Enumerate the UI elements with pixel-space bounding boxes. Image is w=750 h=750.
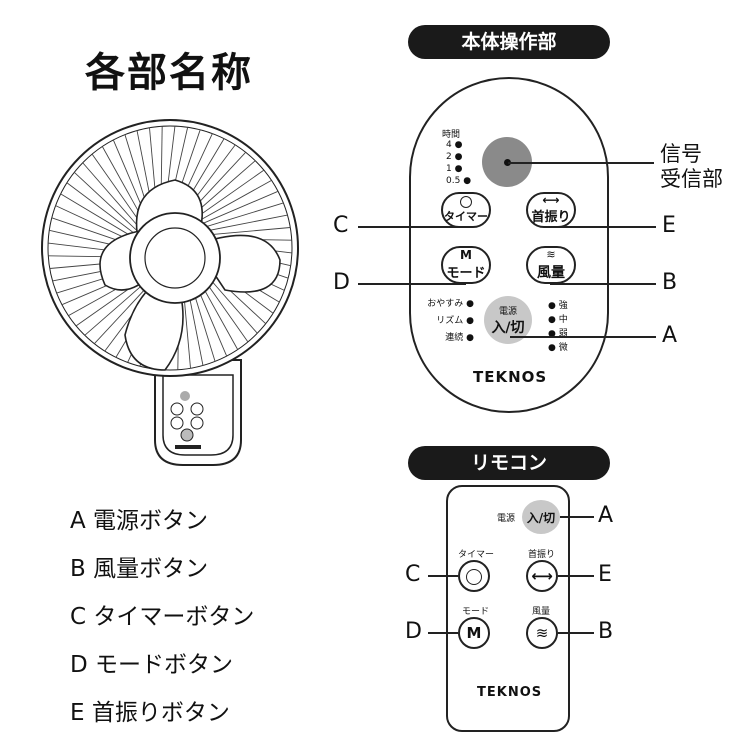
remote-timer-button[interactable] <box>458 560 490 592</box>
callout-line-b-remote <box>558 632 594 634</box>
page-title: 各部名称 <box>85 50 253 96</box>
wind-icon: ≋ <box>535 624 549 642</box>
callout-e-remote: E <box>598 562 612 587</box>
legend-item-c: C タイマーボタン <box>70 604 255 630</box>
timer-level-2: 2 <box>446 152 452 162</box>
callout-b-remote: B <box>598 619 614 644</box>
fan-illustration <box>41 119 299 466</box>
body-wind-label: 風量 <box>537 265 565 281</box>
remote-wind-label: 風量 <box>532 607 551 617</box>
timer-level-1: 1 <box>446 164 452 174</box>
body-wind-button[interactable]: ≋ 風量 <box>526 246 576 284</box>
receiver-label-line1: 信号 <box>660 142 702 166</box>
mode-continuous: 連続 <box>445 333 464 343</box>
remote-panel-heading: リモコン <box>408 446 610 480</box>
callout-a-remote: A <box>598 503 614 528</box>
body-timer-button[interactable]: タイマー <box>441 192 491 228</box>
receiver-leader-line <box>508 162 654 164</box>
body-mode-label: モード <box>446 266 486 281</box>
remote-control <box>446 485 570 732</box>
receiver-label-line2: 受信部 <box>660 167 723 191</box>
callout-line-c-body <box>358 226 466 228</box>
body-control-panel <box>409 77 609 413</box>
clock-icon <box>466 569 482 585</box>
callout-line-e-remote <box>558 575 594 577</box>
receiver-dot-icon <box>504 159 511 166</box>
speed-medium: 中 <box>558 315 568 325</box>
receiver-label: 信号 受信部 <box>660 142 723 192</box>
swing-arrow-icon: ⟷ <box>531 567 553 585</box>
callout-line-d-remote <box>428 632 458 634</box>
body-power-bottom: 入/切 <box>491 320 525 336</box>
legend-item-d: D モードボタン <box>70 652 234 678</box>
mode-indicators: おやすみ ● リズム ● 連続 ● <box>427 299 474 343</box>
body-mode-button[interactable]: M モード <box>441 246 491 284</box>
clock-icon <box>460 196 472 208</box>
legend-item-e: E 首振りボタン <box>70 700 230 726</box>
callout-a-body: A <box>662 323 678 348</box>
callout-d-body: D <box>333 270 350 295</box>
timer-label: 時間 <box>442 130 461 140</box>
body-timer-label: タイマー <box>444 210 488 223</box>
remote-power-button[interactable]: 入/切 <box>522 500 560 534</box>
body-power-button[interactable]: 電源 入/切 <box>484 296 532 344</box>
mode-rhythm: リズム <box>436 316 464 326</box>
callout-line-b-body <box>550 283 656 285</box>
speed-indicators: ● 強 ● 中 ● 弱 ● 微 <box>548 301 568 353</box>
callout-line-e-body <box>550 226 656 228</box>
remote-power-label: 電源 <box>497 514 516 524</box>
remote-wind-button[interactable]: ≋ <box>526 617 558 649</box>
callout-line-c-remote <box>428 575 458 577</box>
callout-e-body: E <box>662 213 676 238</box>
callout-line-a-body <box>510 336 656 338</box>
remote-mode-label: モード <box>462 607 490 617</box>
legend-item-a: A 電源ボタン <box>70 508 209 534</box>
speed-slight: 微 <box>558 343 568 353</box>
timer-level-0-5: 0.5 <box>446 176 461 186</box>
remote-swing-label: 首振り <box>528 550 556 560</box>
remote-brand-logo: TEKNOS <box>477 685 543 700</box>
wind-icon: ≋ <box>546 248 556 261</box>
swing-arrow-icon: ⟷ <box>542 193 560 207</box>
remote-power-text: 入/切 <box>526 511 556 525</box>
mode-oyasumi: おやすみ <box>427 299 464 309</box>
timer-levels: 4 ● 2 ● 1 ● 0.5 ● <box>446 140 472 186</box>
legend-item-b: B 風量ボタン <box>70 556 209 582</box>
body-swing-label: 首振り <box>531 210 571 225</box>
callout-d-remote: D <box>405 619 422 644</box>
mode-m-icon: M <box>460 248 472 262</box>
body-brand-logo: TEKNOS <box>473 368 548 386</box>
callout-line-a-remote <box>560 516 594 518</box>
speed-weak: 弱 <box>558 329 568 339</box>
body-power-top: 電源 <box>498 307 517 317</box>
callout-b-body: B <box>662 270 678 295</box>
callout-line-d-body <box>358 283 466 285</box>
remote-swing-button[interactable]: ⟷ <box>526 560 558 592</box>
body-swing-button[interactable]: ⟷ 首振り <box>526 192 576 228</box>
body-panel-heading: 本体操作部 <box>408 25 610 59</box>
callout-c-body: C <box>333 213 349 238</box>
remote-mode-button[interactable]: M <box>458 617 490 649</box>
remote-timer-label: タイマー <box>458 550 495 560</box>
speed-strong: 強 <box>558 301 568 311</box>
timer-level-4: 4 <box>446 140 452 150</box>
mode-m-icon: M <box>466 624 482 642</box>
callout-c-remote: C <box>405 562 421 587</box>
